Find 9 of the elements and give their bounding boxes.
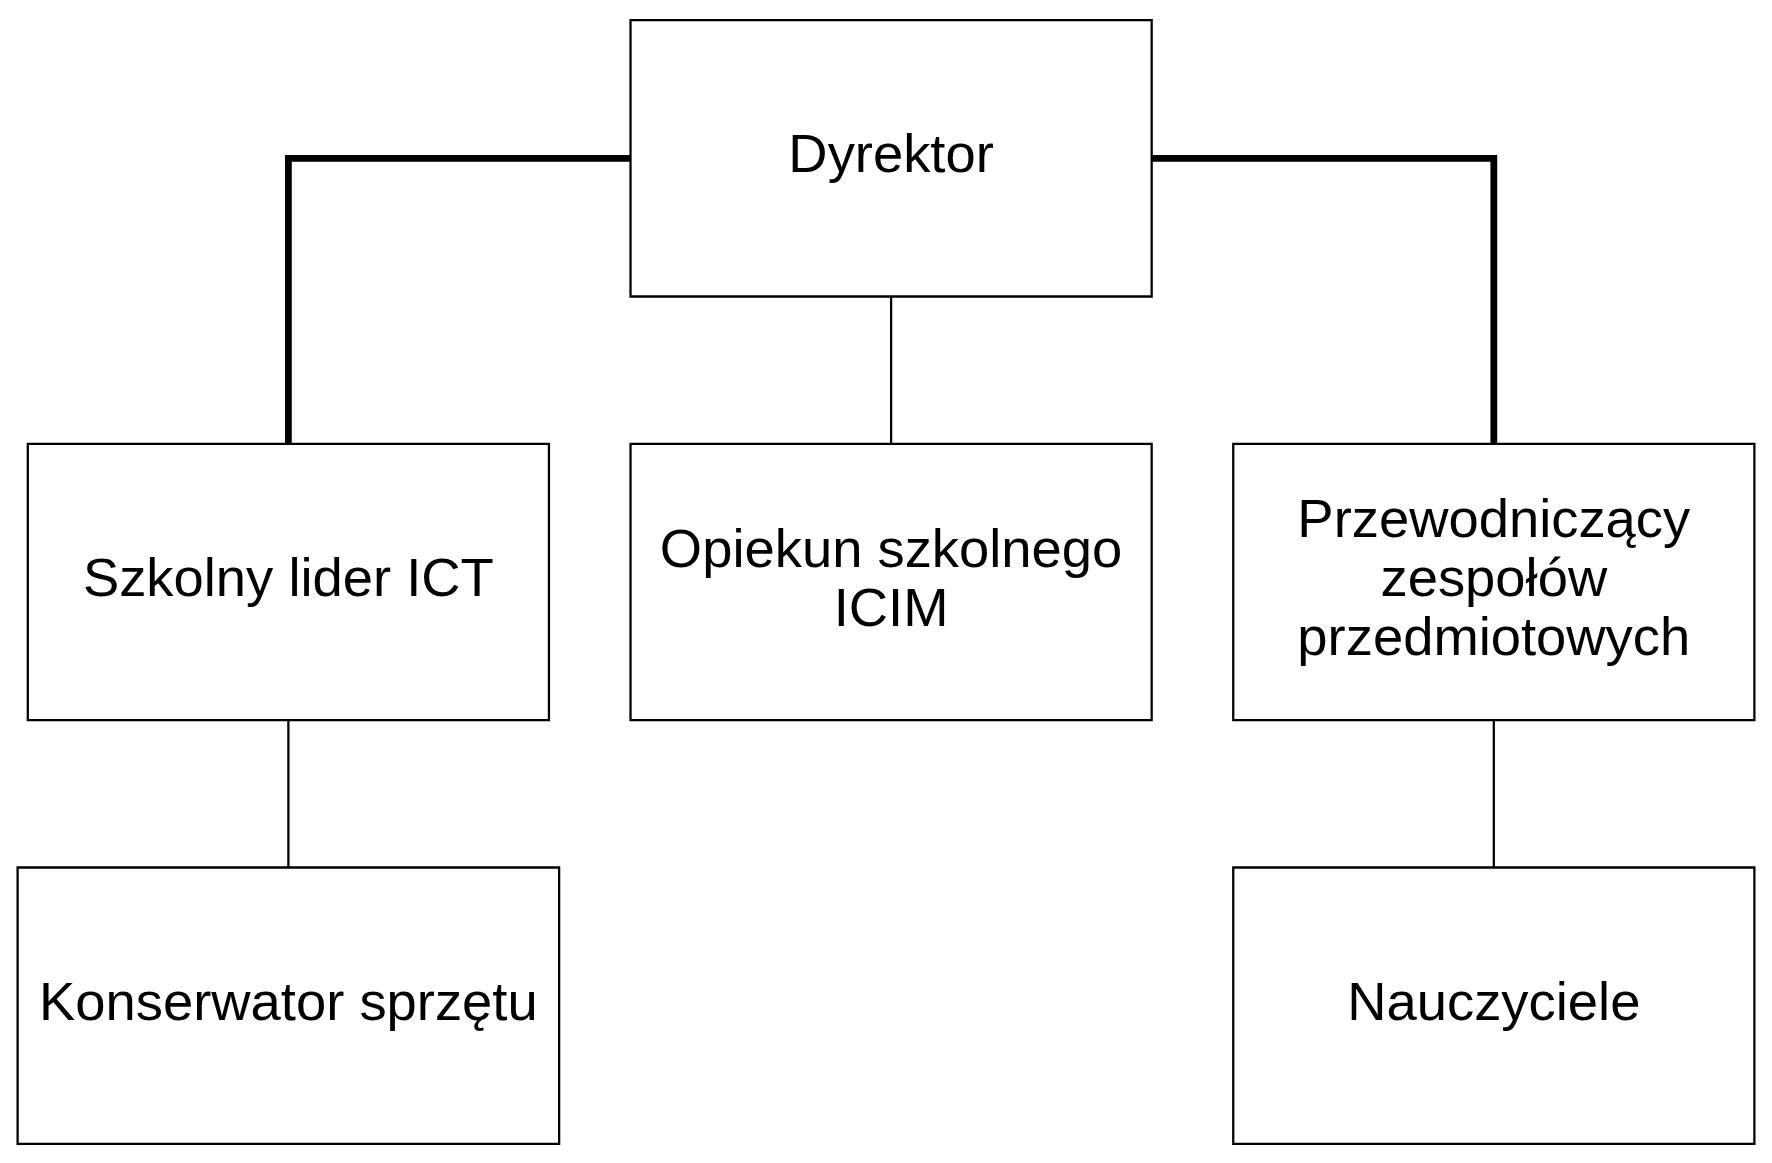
- connector: [1492, 720, 1495, 867]
- node-box: Nauczyciele: [1232, 865, 1756, 1145]
- node-box: Opiekun szkolnego ICIM: [629, 442, 1153, 721]
- node-box: Przewodniczący zespołów przedmiotowych: [1232, 442, 1756, 721]
- connector: [287, 720, 290, 867]
- connector: [889, 296, 893, 444]
- node-box: Szkolny lider ICT: [26, 442, 551, 721]
- node-box: Konserwator sprzętu: [16, 865, 561, 1145]
- node-box: Dyrektor: [629, 18, 1153, 298]
